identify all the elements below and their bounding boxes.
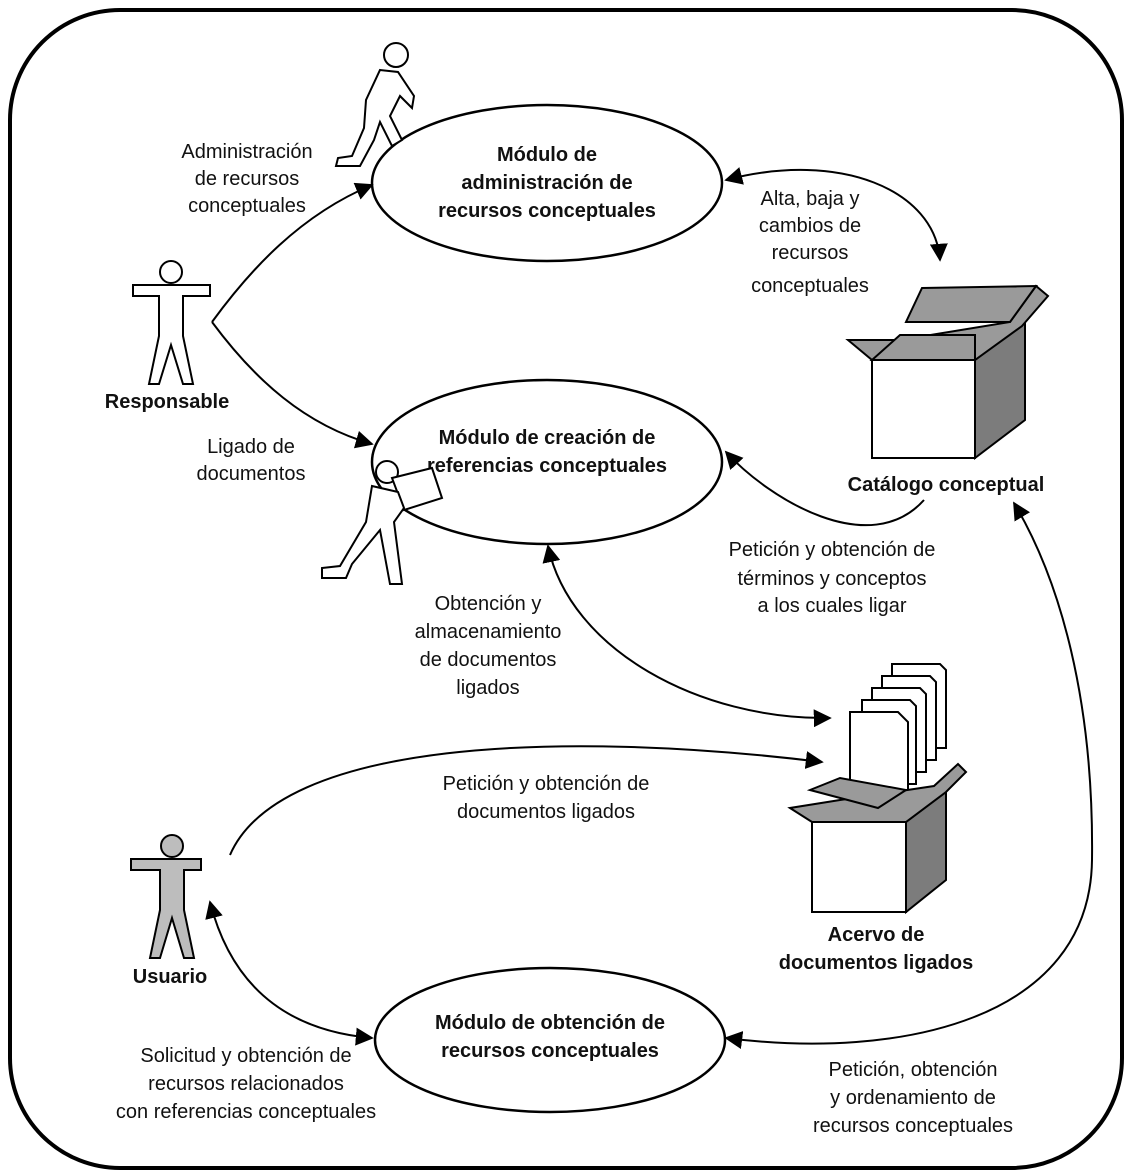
module-obtencion-line-1: Módulo de obtención de xyxy=(435,1012,665,1034)
module-creacion-line-1: Módulo de creación de xyxy=(439,427,656,449)
arrow-admin-catalogo xyxy=(724,167,948,262)
label-peticion-terminos-1: Petición y obtención de xyxy=(729,539,936,561)
label-alta-baja-3: recursos xyxy=(772,242,849,264)
label-peticion-terminos-2: términos y conceptos xyxy=(738,568,927,590)
arrow-usuario-obtencion xyxy=(205,900,374,1046)
label-peticion-documentos-2: documentos ligados xyxy=(457,801,635,823)
label-ordenamiento-3: recursos conceptuales xyxy=(813,1115,1013,1137)
module-obtencion-line-2: recursos conceptuales xyxy=(441,1040,659,1062)
walking-figure-icon xyxy=(334,42,416,167)
label-administracion-3: conceptuales xyxy=(188,195,306,217)
label-ordenamiento-2: y ordenamiento de xyxy=(830,1087,996,1109)
label-administracion-2: de recursos xyxy=(195,168,300,190)
label-alta-baja-4: conceptuales xyxy=(751,275,869,297)
label-ligado-1: Ligado de xyxy=(207,436,295,458)
label-peticion-terminos-3: a los cuales ligar xyxy=(758,595,907,617)
label-solicitud: Solicitud y obtención de recursos relaci… xyxy=(116,1045,376,1123)
module-obtencion: Módulo de obtención de recursos conceptu… xyxy=(373,966,727,1114)
module-admin-line-3: recursos conceptuales xyxy=(438,200,656,222)
label-peticion-documentos: Petición y obtención de documentos ligad… xyxy=(443,773,650,823)
label-peticion-terminos: Petición y obtención de términos y conce… xyxy=(729,539,936,617)
label-peticion-documentos-1: Petición y obtención de xyxy=(443,773,650,795)
label-solicitud-3: con referencias conceptuales xyxy=(116,1101,376,1123)
arrow-responsable-creacion xyxy=(211,321,374,449)
actor-responsable-label: Responsable xyxy=(105,391,229,413)
label-alta-baja: Alta, baja y cambios de recursos concept… xyxy=(751,188,869,297)
label-obtencion-3: de documentos xyxy=(420,649,557,671)
label-ordenamiento-1: Petición, obtención xyxy=(828,1059,997,1081)
arrow-responsable-admin xyxy=(211,182,374,323)
label-obtencion-4: ligados xyxy=(456,677,519,699)
module-admin-line-1: Módulo de xyxy=(497,144,597,166)
label-obtencion-2: almacenamiento xyxy=(415,621,562,643)
module-creacion-line-2: referencias conceptuales xyxy=(427,455,667,477)
acervo-label-line-1: Acervo de xyxy=(828,924,925,946)
label-ligado-2: documentos xyxy=(197,463,306,485)
label-obtencion-almacenamiento: Obtención y almacenamiento de documentos… xyxy=(415,593,562,699)
catalogo-label: Catálogo conceptual xyxy=(848,474,1045,496)
label-obtencion-1: Obtención y xyxy=(435,593,542,615)
label-ligado: Ligado de documentos xyxy=(197,436,306,485)
actor-usuario-label: Usuario xyxy=(133,966,207,988)
label-alta-baja-1: Alta, baja y xyxy=(761,188,860,210)
arrow-usuario-acervo xyxy=(229,745,824,856)
carrying-figure-icon xyxy=(321,460,444,585)
outer-frame xyxy=(8,8,1124,1170)
responsable-actor-icon xyxy=(132,260,211,385)
acervo-box-icon xyxy=(787,663,968,915)
acervo-label-line-2: documentos ligados xyxy=(779,952,973,974)
label-administracion-1: Administración xyxy=(181,141,312,163)
label-alta-baja-2: cambios de xyxy=(759,215,861,237)
label-solicitud-2: recursos relacionados xyxy=(148,1073,344,1095)
arrow-obtencion-catalogo xyxy=(724,501,1094,1049)
catalogo-box-icon xyxy=(845,284,1050,461)
label-solicitud-1: Solicitud y obtención de xyxy=(140,1045,351,1067)
usuario-actor-icon xyxy=(130,834,202,959)
label-peticion-ordenamiento: Petición, obtención y ordenamiento de re… xyxy=(813,1059,1013,1137)
module-admin-line-2: administración de xyxy=(461,172,632,194)
label-administracion: Administración de recursos conceptuales xyxy=(181,141,312,217)
module-admin: Módulo de administración de recursos con… xyxy=(370,103,724,263)
module-creacion: Módulo de creación de referencias concep… xyxy=(370,378,724,546)
